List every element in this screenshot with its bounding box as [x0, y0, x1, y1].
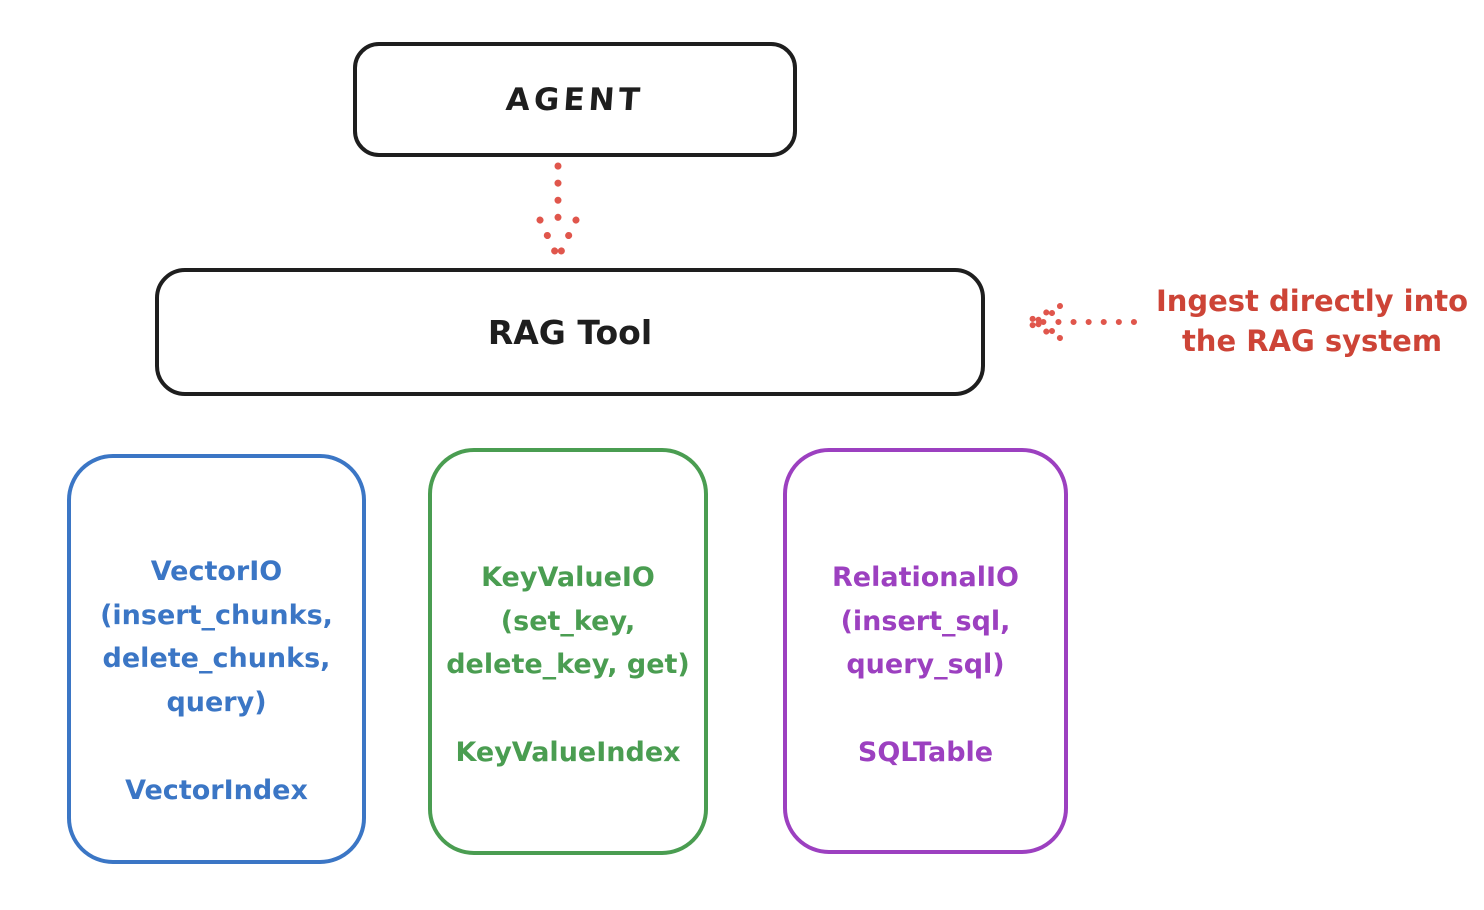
relational-io-methods-line2: query_sql): [846, 649, 1005, 681]
keyvalue-io-interface: KeyValueIO: [481, 562, 655, 593]
vector-io-methods-line2: delete_chunks,: [102, 643, 331, 675]
ingest-arrow-icon: [1023, 303, 1137, 341]
ingest-annotation: Ingest directly into the RAG system: [1140, 281, 1484, 361]
vector-io-methods-line1: (insert_chunks,: [100, 599, 333, 631]
keyvalue-io-methods-line1: (set_key,: [500, 605, 636, 637]
vector-io-methods-line3: query): [166, 687, 267, 719]
vector-io-index: VectorIndex: [125, 774, 308, 806]
ingest-annotation-line2: the RAG system: [1181, 324, 1443, 359]
vector-io-box: VectorIO (insert_chunks, delete_chunks, …: [67, 454, 366, 864]
relational-io-methods-line1: (insert_sql,: [840, 605, 1011, 637]
keyvalue-io-text: KeyValueIO (set_key, delete_key, get) Ke…: [432, 556, 704, 775]
vector-io-text: VectorIO (insert_chunks, delete_chunks, …: [71, 550, 362, 813]
relational-io-text: RelationalIO (insert_sql, query_sql) SQL…: [787, 556, 1064, 775]
keyvalue-io-index: KeyValueIndex: [455, 737, 681, 769]
relational-io-interface: RelationalIO: [832, 562, 1019, 593]
vector-io-interface: VectorIO: [150, 556, 283, 587]
agent-box: AGENT: [353, 42, 797, 157]
keyvalue-io-methods-line2: delete_key, get): [446, 649, 690, 681]
keyvalue-io-box: KeyValueIO (set_key, delete_key, get) Ke…: [428, 448, 708, 855]
relational-io-index: SQLTable: [857, 737, 994, 769]
relational-io-box: RelationalIO (insert_sql, query_sql) SQL…: [783, 448, 1068, 854]
ingest-annotation-line1: Ingest directly into: [1155, 284, 1469, 318]
agent-to-ragtool-arrow-icon: [536, 162, 580, 262]
agent-label: AGENT: [504, 81, 646, 118]
rag-tool-label: RAG Tool: [487, 312, 653, 352]
rag-tool-box: RAG Tool: [155, 268, 985, 396]
